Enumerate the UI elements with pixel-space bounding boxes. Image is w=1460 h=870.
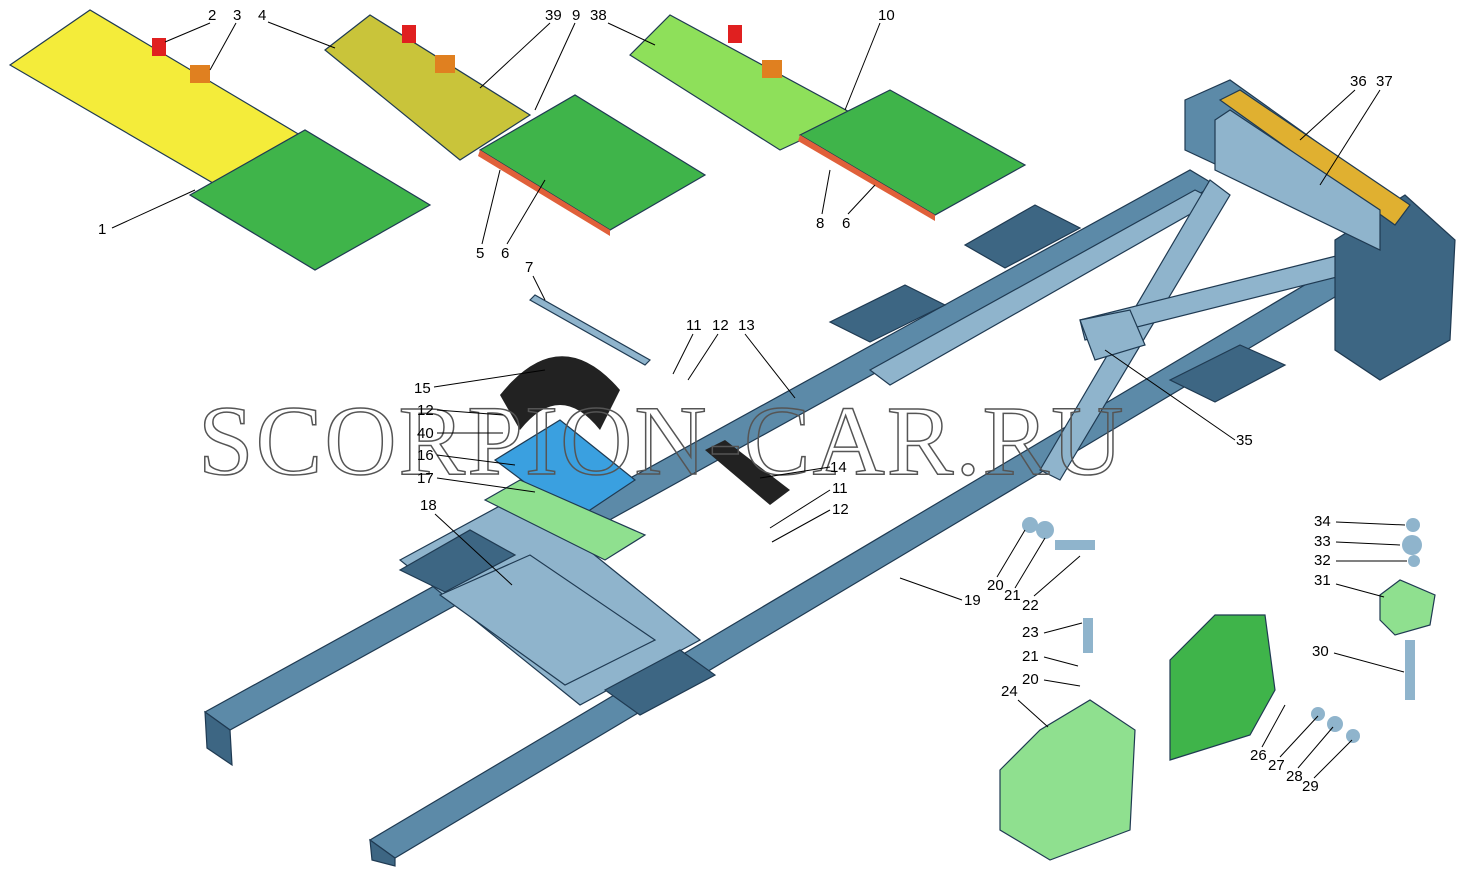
callout-40: 40 — [417, 425, 434, 442]
frame-pad-4 — [603, 649, 717, 716]
callout-10: 10 — [878, 7, 895, 24]
part-34-nut — [1406, 518, 1420, 532]
plate-2-pad — [478, 150, 610, 236]
callout-21-a: 21 — [1004, 587, 1021, 604]
callout-7: 7 — [525, 259, 533, 276]
callout-4: 4 — [258, 7, 266, 24]
callout-13: 13 — [738, 317, 755, 334]
callout-28: 28 — [1286, 768, 1303, 785]
part-7-strap — [529, 294, 651, 366]
part-2-red-clip — [152, 38, 166, 56]
middle-parts — [438, 294, 1146, 686]
frame-left-rail-side — [204, 710, 233, 767]
callout-2: 2 — [208, 7, 216, 24]
callout-38: 38 — [590, 7, 607, 24]
rail-assembly-3 — [629, 14, 1027, 221]
callout-12-c: 12 — [832, 501, 849, 518]
callout-35: 35 — [1236, 432, 1253, 449]
callout-39: 39 — [545, 7, 562, 24]
callout-6-a: 6 — [501, 245, 509, 262]
plate-2 — [478, 94, 707, 231]
part-14-arm — [705, 440, 790, 505]
callout-12-b: 12 — [417, 402, 434, 419]
plate-3 — [798, 89, 1027, 216]
callouts: 1 2 3 4 39 9 38 10 36 37 5 6 7 8 6 11 12… — [98, 7, 1407, 795]
part-24-block — [999, 699, 1136, 861]
plate-3-pad — [798, 135, 935, 221]
callout-26: 26 — [1250, 747, 1267, 764]
callout-11-a: 11 — [686, 317, 702, 334]
part-red-clip-3 — [728, 25, 742, 43]
callout-11-b: 11 — [832, 480, 848, 497]
part-29-nut — [1346, 729, 1360, 743]
rail-assembly-1 — [8, 9, 432, 271]
part-18-panel — [438, 554, 657, 686]
callout-32: 32 — [1314, 552, 1331, 569]
rail-2 — [324, 14, 532, 161]
part-22-bolt — [1055, 540, 1095, 550]
callout-22: 22 — [1022, 597, 1039, 614]
part-26-side-plate — [1169, 614, 1276, 761]
part-31-clamp — [1379, 579, 1436, 636]
frame-pad-2 — [963, 204, 1082, 269]
callout-18: 18 — [420, 497, 437, 514]
callout-33: 33 — [1314, 533, 1331, 550]
watermark: SCORPION-CAR.RU — [198, 385, 1125, 496]
callout-15: 15 — [414, 380, 431, 397]
plate-1 — [188, 129, 432, 271]
callout-1: 1 — [98, 221, 106, 238]
callout-17: 17 — [417, 470, 434, 487]
callout-21-b: 21 — [1022, 648, 1039, 665]
part-red-clip-2 — [402, 25, 416, 43]
part-15-rubber-cushion — [500, 356, 620, 430]
rear-tube-housing — [1214, 109, 1381, 251]
callout-37: 37 — [1376, 73, 1393, 90]
callout-36: 36 — [1350, 73, 1367, 90]
callout-23: 23 — [1022, 624, 1039, 641]
part-orange-block-2 — [435, 55, 455, 73]
frame-pad-1 — [828, 284, 947, 343]
part-30-bolt — [1405, 640, 1415, 700]
callout-9: 9 — [572, 7, 580, 24]
callout-3: 3 — [233, 7, 241, 24]
part-orange-block-3 — [762, 60, 782, 78]
part-27-washer — [1311, 707, 1325, 721]
callout-20-a: 20 — [987, 577, 1004, 594]
part-35-centre-plate — [1079, 309, 1146, 361]
part-21-washer — [1036, 521, 1054, 539]
callout-31: 31 — [1314, 572, 1331, 589]
loose-hardware — [999, 517, 1436, 861]
frame-pad-5 — [1168, 344, 1287, 403]
callout-19: 19 — [964, 592, 981, 609]
callout-29: 29 — [1302, 778, 1319, 795]
part-23-bolt — [1083, 618, 1093, 653]
part-33-washer — [1402, 535, 1422, 555]
callout-5: 5 — [476, 245, 484, 262]
callout-6-b: 6 — [842, 215, 850, 232]
callout-30: 30 — [1312, 643, 1329, 660]
frame-right-rail-side — [369, 838, 396, 867]
callout-14: 14 — [830, 459, 847, 476]
callout-12-a: 12 — [712, 317, 729, 334]
part-32-washer — [1408, 555, 1420, 567]
frame-pad-3 — [398, 529, 517, 593]
callout-20-b: 20 — [1022, 671, 1039, 688]
rail-assembly-2 — [324, 14, 707, 236]
callout-24: 24 — [1001, 683, 1018, 700]
part-28-washer — [1327, 716, 1343, 732]
callout-27: 27 — [1268, 757, 1285, 774]
part-3-orange-block — [190, 65, 210, 83]
part-17-plate — [483, 479, 647, 561]
callout-8: 8 — [816, 215, 824, 232]
callout-34: 34 — [1314, 513, 1331, 530]
part-20-nut — [1022, 517, 1038, 533]
callout-16: 16 — [417, 447, 434, 464]
